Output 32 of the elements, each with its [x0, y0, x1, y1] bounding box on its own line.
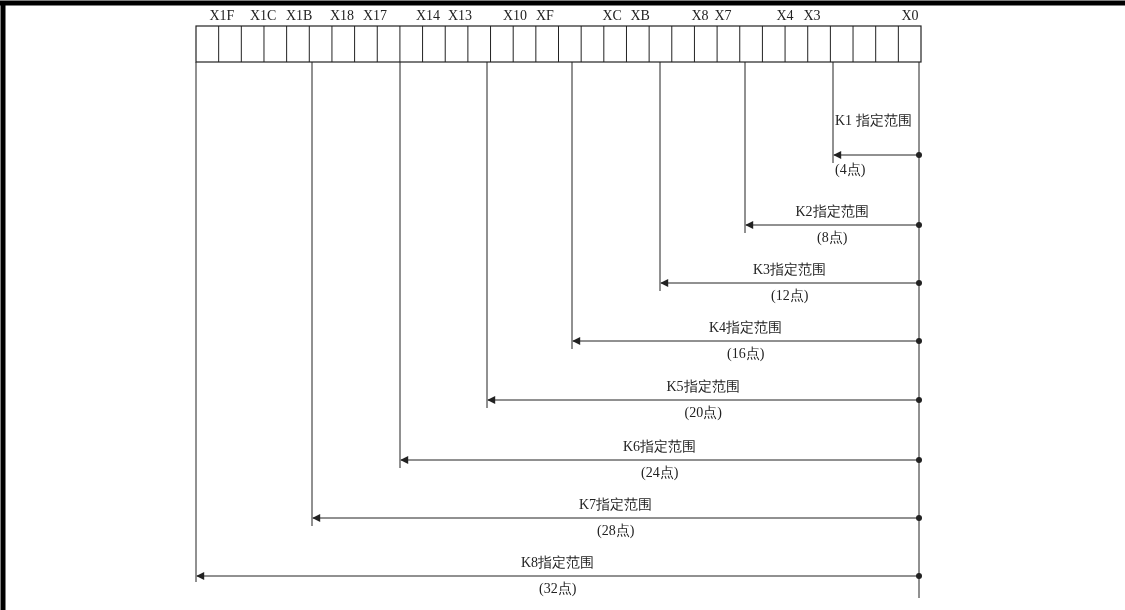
bit-label: X8	[691, 8, 709, 24]
point-count-label: (28点)	[597, 523, 635, 539]
bit-label: X3	[803, 8, 821, 24]
bit-label: X18	[330, 8, 355, 24]
bit-label: X1B	[286, 8, 313, 24]
point-count-label: (32点)	[539, 581, 577, 597]
range-label: K1 指定范围	[835, 112, 913, 130]
bit-label: X17	[363, 8, 388, 24]
bit-label: X0	[901, 8, 919, 24]
point-count-label: (12点)	[771, 288, 809, 304]
range-label: K3指定范围	[753, 262, 827, 278]
bit-label: X14	[416, 8, 441, 24]
point-count-label: (4点)	[835, 162, 866, 178]
bit-label: X13	[448, 8, 473, 24]
range-label: K6指定范围	[623, 439, 697, 455]
range-label: K8指定范围	[521, 555, 595, 571]
point-count-label: (20点)	[684, 405, 722, 421]
point-count-label: (8点)	[817, 230, 848, 246]
bit-label: X4	[776, 8, 794, 24]
range-label: K4指定范围	[709, 320, 783, 336]
bit-label: XC	[602, 8, 622, 24]
range-label: K7指定范围	[579, 497, 653, 513]
range-label: K5指定范围	[666, 379, 740, 395]
bit-label: X1F	[209, 8, 235, 24]
point-count-label: (24点)	[641, 465, 679, 481]
bit-label: X10	[503, 8, 528, 24]
bit-label: XF	[536, 8, 554, 24]
point-count-label: (16点)	[727, 346, 765, 362]
bit-label: X1C	[250, 8, 277, 24]
bit-label: XB	[630, 8, 650, 24]
range-label: K2指定范围	[795, 204, 869, 220]
bit-label: X7	[714, 8, 732, 24]
